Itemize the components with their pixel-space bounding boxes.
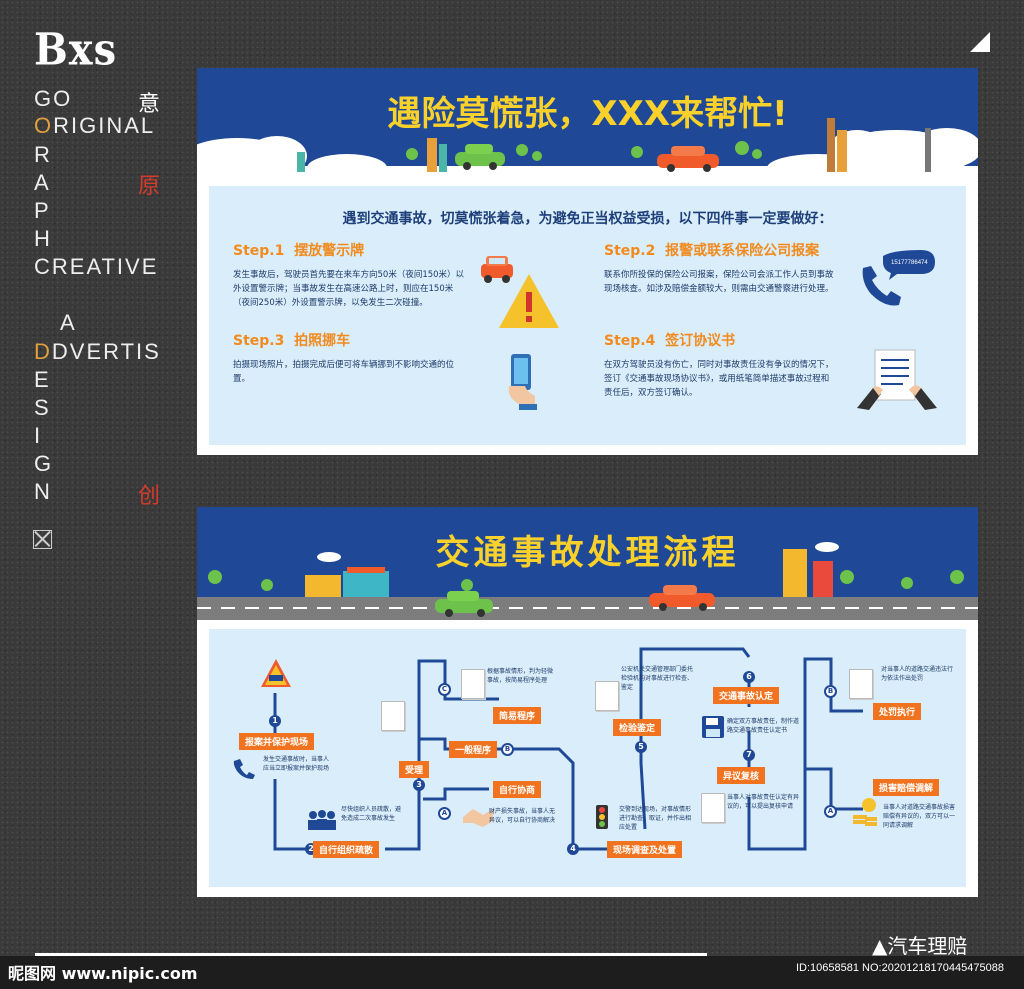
node-penalty: 处罚执行 xyxy=(873,703,922,720)
caption-text: ▲汽车理赔 xyxy=(872,934,968,958)
brand-line-n: N xyxy=(34,479,52,504)
step-number-5: 5 xyxy=(635,741,647,753)
bottom-divider xyxy=(35,953,707,956)
brand-line-h: H xyxy=(34,226,52,251)
step2-text: 联系你所投保的保险公司报案，保险公司会派工作人员到事故现场核查。如涉及赔偿金额较… xyxy=(604,270,834,294)
banner-scenery xyxy=(197,118,978,172)
document-icon-3 xyxy=(849,669,873,699)
step-number-7: 7 xyxy=(743,749,755,761)
brand-cn-chuang: 创 xyxy=(138,484,161,509)
branch-mark-a-left: A xyxy=(438,807,451,820)
call-phone-icon xyxy=(862,250,935,306)
brand-line-r: R xyxy=(34,142,52,167)
node-investigate-text: 交警到达现场，对事故情形进行勘查、取证，并作出相应处置 xyxy=(619,806,692,831)
node-report-text: 发生交通事故时，当事人应当立即报案并保护现场 xyxy=(263,756,330,772)
document-icon-2 xyxy=(461,669,485,699)
brand-line-g: G xyxy=(34,451,54,476)
step2-heading: Step.2 报警或联系保险公司报案 xyxy=(604,243,820,259)
step3-text: 拍摄现场照片，拍摄完成后便可将车辆挪到不影响交通的位置。 xyxy=(233,360,455,384)
node-penalty-text: 对当事人的道路交通违法行为依法作出处罚 xyxy=(881,666,954,682)
step-number-6: 6 xyxy=(743,671,755,683)
site-watermark: 昵图网 www.nipic.com xyxy=(8,964,198,983)
panel2-flowchart: 1 2 3 4 5 6 7 C A B B A 报案并保护现场 发生交通事故时，… xyxy=(209,629,966,887)
brand-line-creative: CREATIVE xyxy=(34,254,159,279)
node-determine: 交通事故认定 xyxy=(713,687,780,704)
node-simple-text: 根据事故情形，判为轻微事故，按简易程序处理 xyxy=(487,668,554,684)
panel2-title: 交通事故处理流程 xyxy=(435,533,740,573)
signing-document-icon xyxy=(857,349,937,410)
node-review: 异议复核 xyxy=(717,767,766,784)
floppy-disk-icon xyxy=(702,716,724,738)
node-report: 报案并保护现场 xyxy=(239,733,315,750)
branch-mark-b-right: B xyxy=(824,685,837,698)
brand-line-p: P xyxy=(34,198,51,223)
banner2-scenery xyxy=(197,542,978,620)
telephone-icon xyxy=(233,759,255,779)
panel1-lead: 遇到交通事故，切莫慌张着急，为避免正当权益受损，以下四件事一定要做好： xyxy=(342,211,833,227)
warning-car-icon xyxy=(261,659,291,687)
node-investigate: 现场调查及处置 xyxy=(607,841,683,858)
step-number-4: 4 xyxy=(567,843,579,855)
brand-line-original: ORIGINAL xyxy=(34,113,156,138)
panel1-content: 遇到交通事故，切莫慌张着急，为避免正当权益受损，以下四件事一定要做好： Step… xyxy=(209,186,966,445)
brand-line-s: S xyxy=(34,395,51,420)
traffic-light-icon xyxy=(596,805,608,829)
step1-text: 发生事故后，驾驶员首先要在来车方向50米（夜间150米）以外设置警示牌；当事故发… xyxy=(233,270,465,308)
brand-cn-yi: 意 xyxy=(138,92,161,117)
watermark-footer xyxy=(0,956,1024,989)
crowd-icon xyxy=(308,810,336,830)
step4-text: 在双方驾驶员没有伤亡，同时对事故责任没有争议的情况下，签订《交通事故现场协议书》… xyxy=(604,360,834,398)
document-stack-icon xyxy=(595,681,619,711)
node-negotiate-text: 财产损失事故，当事人无异议，可以自行协商解决 xyxy=(489,808,556,824)
node-inspect: 检验鉴定 xyxy=(613,719,662,736)
coins-icon xyxy=(853,798,877,826)
branch-mark-b-left: B xyxy=(501,743,514,756)
step3-heading: Step.3 拍照挪车 xyxy=(233,333,351,349)
node-evacuate-text: 尽快组织人员疏散，避免造成二次事故发生 xyxy=(341,806,402,822)
node-determine-text: 确定双方事故责任，制作道路交通事故责任认定书 xyxy=(727,718,800,734)
step4-heading: Step.4 签订协议书 xyxy=(604,333,736,349)
node-review-text: 当事人对事故责任认定有异议的，可以提出复核申请 xyxy=(727,794,800,810)
node-inspect-text: 公安机关交通管理部门委托检验机构对事故进行检查、鉴定 xyxy=(621,666,694,691)
panel2-banner: 交通事故处理流程 xyxy=(197,507,978,620)
corner-triangle-icon xyxy=(950,32,990,52)
warning-triangle-icon xyxy=(499,274,559,328)
node-accept: 受理 xyxy=(399,761,430,778)
node-negotiate: 自行协商 xyxy=(493,781,542,798)
node-general: 一般程序 xyxy=(449,741,498,758)
phone-hand-icon xyxy=(508,354,537,410)
step1-heading: Step.1 摆放警示牌 xyxy=(233,243,365,259)
panel-accident-process: 交通事故处理流程 xyxy=(197,507,978,897)
brand-line-e: E xyxy=(34,367,51,392)
branch-mark-a-right: A xyxy=(824,805,837,818)
document-icon-1 xyxy=(381,701,405,731)
brand-line-a2: A xyxy=(60,310,77,335)
document-icon-4 xyxy=(701,793,725,823)
brand-cn-yuan: 原 xyxy=(138,174,161,199)
brand-line-i: I xyxy=(34,423,43,448)
panel1-banner: 遇险莫慌张，XXX来帮忙! xyxy=(197,68,978,172)
node-evacuate: 自行组织疏散 xyxy=(313,841,380,858)
brand-logo: Bxs xyxy=(34,23,118,76)
red-car-icon xyxy=(481,256,513,283)
node-simple: 简易程序 xyxy=(493,707,542,724)
step-number-3: 3 xyxy=(413,779,425,791)
close-box-icon xyxy=(33,530,52,549)
panel-emergency-tips: 遇险莫慌张，XXX来帮忙! 遇到交通事故，切莫慌张着急，为避免正当权益受损，以下… xyxy=(197,68,978,455)
handshake-icon xyxy=(463,809,493,827)
brand-line-go: GO xyxy=(34,86,73,111)
node-mediation: 损害赔偿调解 xyxy=(873,779,940,796)
image-id-text: ID:10658581 NO:20201218170445475088 xyxy=(796,962,1004,974)
node-mediation-text: 当事人对道路交通事故损害赔偿有异议的，双方可以一同请求调解 xyxy=(883,804,956,829)
brand-line-a: A xyxy=(34,170,51,195)
step-number-1: 1 xyxy=(269,715,281,727)
brand-line-advertis: DDVERTIS xyxy=(34,339,161,364)
panel1-title: 遇险莫慌张，XXX来帮忙! xyxy=(387,94,788,134)
phone-number-text: 15177786474 xyxy=(891,260,928,266)
branch-mark-c: C xyxy=(438,683,451,696)
